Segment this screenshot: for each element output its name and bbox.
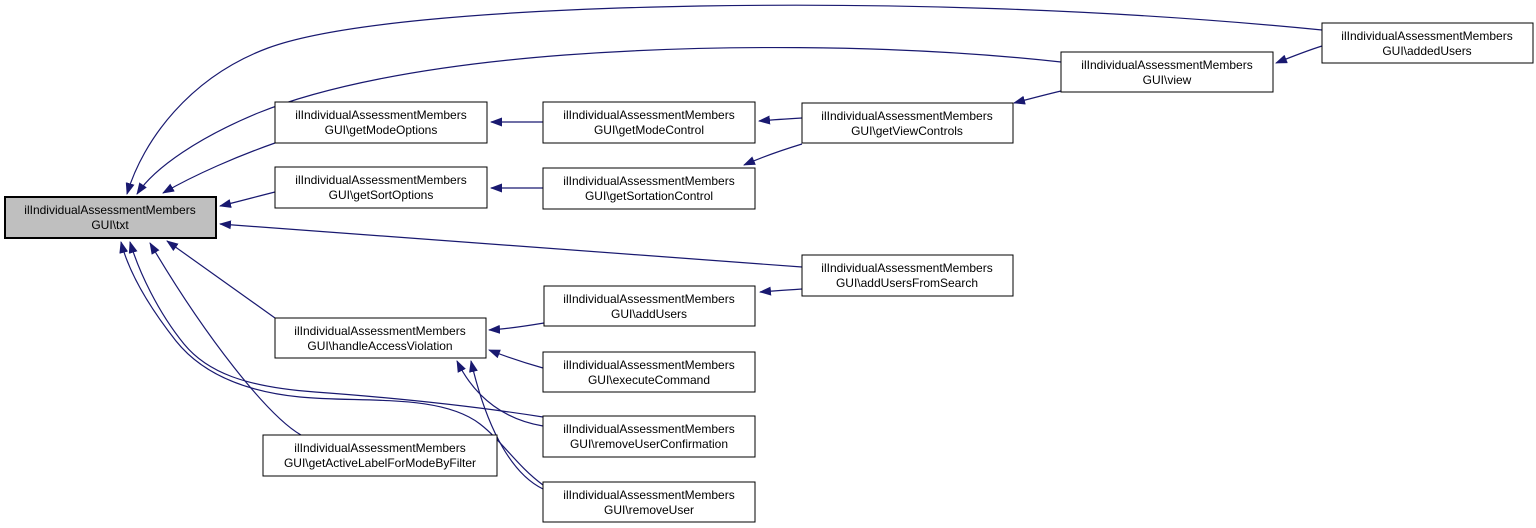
edge-handleAccessViolation-to-txt	[166, 240, 276, 319]
edge-addUsersFromSearch-to-addUsers	[759, 286, 803, 296]
node-addUsers-box	[543, 285, 756, 327]
node-getViewControls[interactable]: ilIndividualAssessmentMembers GUI\getVie…	[801, 102, 1014, 144]
edge-view-to-getViewControls	[1013, 90, 1062, 105]
node-getViewControls-label-line2: GUI\getViewControls	[851, 124, 963, 138]
node-view-label-line2: GUI\view	[1143, 73, 1192, 87]
edge-addUsersFromSearch-to-txt	[219, 220, 803, 268]
node-getActiveLabelForModeByFilter-label-line2: GUI\getActiveLabelForModeByFilter	[284, 456, 476, 470]
node-addedUsers-box	[1321, 22, 1534, 64]
node-getViewControls-box	[801, 102, 1014, 144]
node-getModeControl-label-line2: GUI\getModeControl	[594, 123, 704, 137]
node-removeUser-label-line1: ilIndividualAssessmentMembers	[563, 488, 734, 502]
edge-addUsers-to-handleAccessViolation	[488, 322, 545, 334]
node-addedUsers[interactable]: ilIndividualAssessmentMembers GUI\addedU…	[1321, 22, 1534, 64]
node-getViewControls-label-line1: ilIndividualAssessmentMembers	[821, 109, 992, 123]
node-getModeOptions-box	[274, 101, 488, 144]
node-txt-box	[4, 196, 217, 239]
node-getModeOptions[interactable]: ilIndividualAssessmentMembers GUI\getMod…	[274, 101, 488, 144]
node-txt[interactable]: ilIndividualAssessmentMembers GUI\txt	[4, 196, 217, 239]
node-handleAccessViolation-box	[274, 317, 487, 359]
node-getSortOptions-label-line2: GUI\getSortOptions	[329, 188, 434, 202]
node-executeCommand-box	[542, 351, 756, 393]
node-txt-label-line1: ilIndividualAssessmentMembers	[24, 203, 195, 217]
edge-getViewControls-to-getModeControl	[758, 115, 803, 125]
edge-removeUserConfirmation-to-handleAccessViolation	[456, 360, 544, 427]
node-executeCommand-label-line2: GUI\executeCommand	[588, 373, 710, 387]
node-getSortationControl[interactable]: ilIndividualAssessmentMembers GUI\getSor…	[542, 167, 756, 210]
node-getModeOptions-label-line1: ilIndividualAssessmentMembers	[295, 108, 466, 122]
node-getSortationControl-label-line2: GUI\getSortationControl	[585, 189, 713, 203]
node-getModeOptions-label-line2: GUI\getModeOptions	[325, 123, 438, 137]
node-addUsers-label-line2: GUI\addUsers	[611, 307, 687, 321]
node-getSortOptions-label-line1: ilIndividualAssessmentMembers	[295, 173, 466, 187]
node-view[interactable]: ilIndividualAssessmentMembers GUI\view	[1060, 51, 1274, 93]
edge-getActiveLabelForModeByFilter-to-txt	[149, 242, 302, 436]
node-executeCommand-label-line1: ilIndividualAssessmentMembers	[563, 358, 734, 372]
node-view-box	[1060, 51, 1274, 93]
node-getModeControl-box	[542, 101, 756, 144]
edges-layer	[119, 4, 1323, 490]
node-getSortOptions-box	[274, 166, 488, 209]
node-view-label-line1: ilIndividualAssessmentMembers	[1081, 58, 1252, 72]
node-getSortOptions[interactable]: ilIndividualAssessmentMembers GUI\getSor…	[274, 166, 488, 209]
node-getActiveLabelForModeByFilter[interactable]: ilIndividualAssessmentMembers GUI\getAct…	[262, 434, 498, 477]
node-removeUser-label-line2: GUI\removeUser	[604, 503, 694, 517]
node-addUsersFromSearch-box	[801, 254, 1014, 297]
node-removeUser[interactable]: ilIndividualAssessmentMembers GUI\remove…	[542, 481, 756, 523]
node-addUsers[interactable]: ilIndividualAssessmentMembers GUI\addUse…	[543, 285, 756, 327]
edge-getModeOptions-to-txt	[162, 142, 276, 194]
node-getSortationControl-label-line1: ilIndividualAssessmentMembers	[563, 174, 734, 188]
node-handleAccessViolation-label-line1: ilIndividualAssessmentMembers	[294, 324, 465, 338]
node-removeUserConfirmation-label-line2: GUI\removeUserConfirmation	[570, 437, 728, 451]
node-getSortationControl-box	[542, 167, 756, 210]
node-handleAccessViolation-label-line2: GUI\handleAccessViolation	[307, 339, 452, 353]
node-removeUserConfirmation-box	[542, 415, 756, 458]
node-handleAccessViolation[interactable]: ilIndividualAssessmentMembers GUI\handle…	[274, 317, 487, 359]
edge-view-to-txt	[136, 46, 1062, 195]
node-removeUser-box	[542, 481, 756, 523]
edge-addedUsers-to-txt	[125, 4, 1323, 195]
node-addedUsers-label-line2: GUI\addedUsers	[1382, 44, 1471, 58]
node-addedUsers-label-line1: ilIndividualAssessmentMembers	[1341, 29, 1512, 43]
edge-getSortOptions-to-txt	[219, 191, 276, 208]
node-getActiveLabelForModeByFilter-label-line1: ilIndividualAssessmentMembers	[294, 441, 465, 455]
node-getModeControl[interactable]: ilIndividualAssessmentMembers GUI\getMod…	[542, 101, 756, 144]
node-removeUserConfirmation[interactable]: ilIndividualAssessmentMembers GUI\remove…	[542, 415, 756, 458]
node-getModeControl-label-line1: ilIndividualAssessmentMembers	[563, 108, 734, 122]
edge-addedUsers-to-view	[1275, 45, 1323, 64]
edge-executeCommand-to-handleAccessViolation	[488, 349, 544, 369]
edge-removeUser-to-handleAccessViolation	[469, 360, 544, 490]
edge-getViewControls-to-getSortationControl	[743, 143, 803, 166]
node-txt-label-line2: GUI\txt	[91, 218, 129, 232]
node-addUsersFromSearch-label-line1: ilIndividualAssessmentMembers	[821, 261, 992, 275]
nodes-layer: ilIndividualAssessmentMembers GUI\txt il…	[4, 22, 1534, 523]
node-executeCommand[interactable]: ilIndividualAssessmentMembers GUI\execut…	[542, 351, 756, 393]
edge-removeUser-to-txt	[119, 241, 544, 486]
node-getActiveLabelForModeByFilter-box	[262, 434, 498, 477]
node-removeUserConfirmation-label-line1: ilIndividualAssessmentMembers	[563, 422, 734, 436]
edge-removeUserConfirmation-to-txt	[128, 241, 544, 418]
node-addUsersFromSearch-label-line2: GUI\addUsersFromSearch	[836, 276, 978, 290]
node-addUsers-label-line1: ilIndividualAssessmentMembers	[563, 292, 734, 306]
node-addUsersFromSearch[interactable]: ilIndividualAssessmentMembers GUI\addUse…	[801, 254, 1014, 297]
